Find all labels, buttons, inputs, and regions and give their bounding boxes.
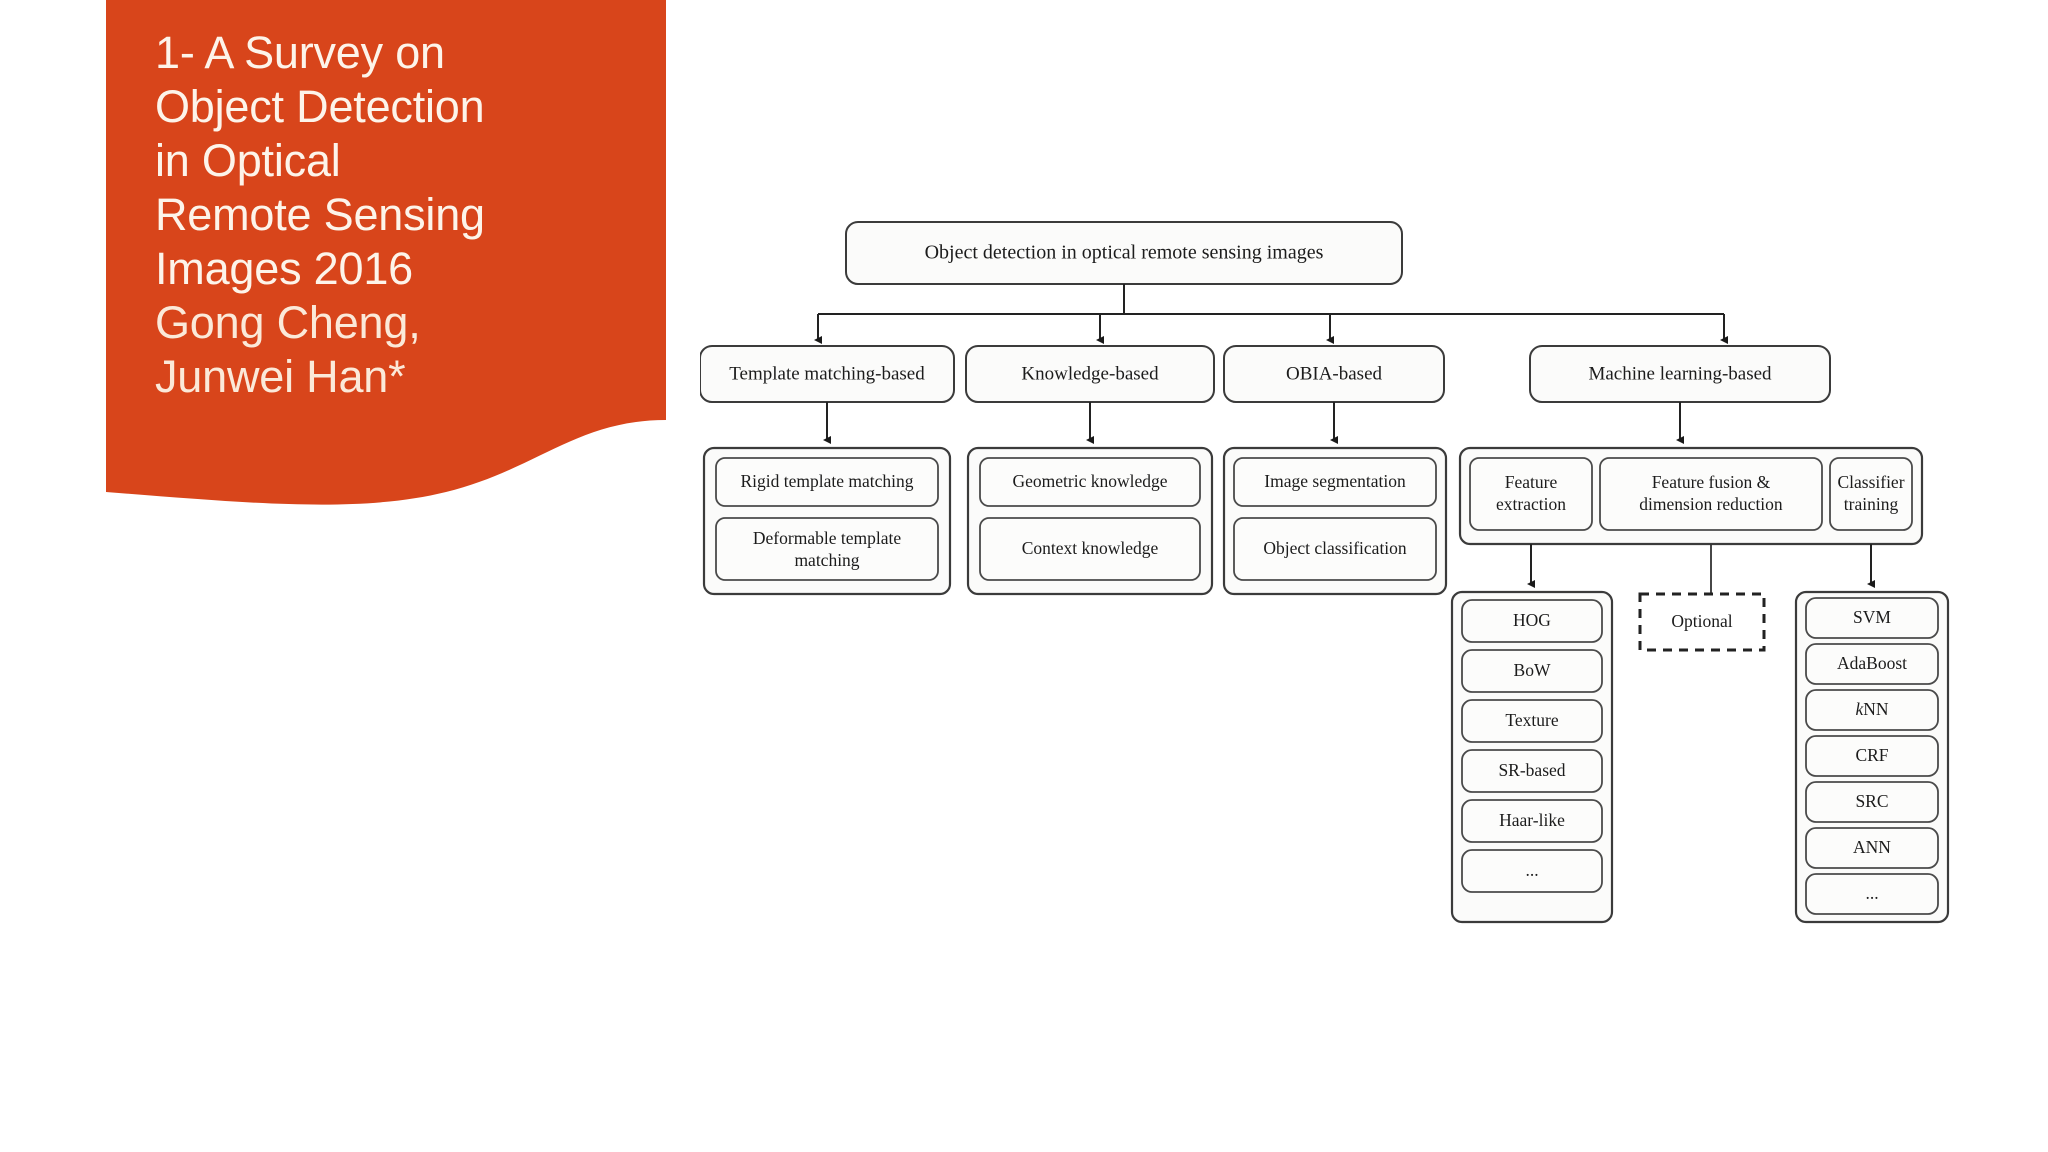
node-hog-label: HOG — [1513, 610, 1551, 630]
node-classifier-training-label-1: Classifier — [1837, 472, 1904, 492]
group-classifier-items: SVM AdaBoost kNN CRF SRC ANN ... — [1794, 590, 1950, 924]
group-template-matching: Rigid template matching Deformable templ… — [702, 446, 952, 596]
node-knn-italic-k: k — [1855, 699, 1864, 719]
node-ann-rect — [1805, 827, 1939, 869]
group-knowledge: Geometric knowledge Context knowledge — [966, 446, 1214, 596]
node-src-label: SRC — [1855, 791, 1888, 811]
node-template-matching-label: Template matching-based — [729, 363, 925, 384]
node-context-knowledge-rect — [979, 517, 1201, 581]
node-rigid-template-matching-label: Rigid template matching — [740, 471, 913, 491]
node-adaboost-label: AdaBoost — [1837, 653, 1907, 673]
node-obia-based: OBIA-based — [1223, 345, 1445, 403]
node-machine-learning-based: Machine learning-based — [1529, 345, 1831, 403]
node-classifier-training-label-2: training — [1844, 494, 1899, 514]
author-line-2: Junwei Han* — [155, 351, 406, 402]
node-ann-label: ANN — [1853, 837, 1891, 857]
node-adaboost-rect — [1805, 643, 1939, 685]
node-image-segmentation-label: Image segmentation — [1264, 471, 1406, 491]
title-line-2: Object Detection — [155, 81, 485, 132]
taxonomy-diagram: Object detection in optical remote sensi… — [700, 221, 1950, 924]
node-rigid-template-matching-rect — [715, 457, 939, 507]
node-texture-rect — [1461, 699, 1603, 743]
node-classifier-training-rect — [1829, 457, 1913, 531]
node-haar-like-label: Haar-like — [1499, 810, 1565, 830]
author-line-1: Gong Cheng, — [155, 297, 421, 348]
banner-wave-path — [106, 0, 666, 505]
node-bow-label: BoW — [1514, 660, 1551, 680]
node-svm-rect — [1805, 597, 1939, 639]
node-optional-rect — [1638, 592, 1766, 652]
node-image-segmentation-rect — [1233, 457, 1437, 507]
node-geometric-knowledge-label: Geometric knowledge — [1012, 471, 1167, 491]
node-haar-like-rect — [1461, 799, 1603, 843]
node-optional: Optional — [1638, 592, 1766, 652]
root-to-level2-connectors — [814, 284, 1728, 344]
title-line-1: 1- A Survey on — [155, 27, 445, 78]
node-feature-ellipsis-label: ... — [1525, 860, 1538, 880]
node-knn-rest: NN — [1863, 699, 1889, 719]
node-sr-based-rect — [1461, 749, 1603, 793]
title-text-block: 1- A Survey on Object Detection in Optic… — [155, 26, 625, 404]
node-feature-extraction-label-2: extraction — [1496, 494, 1566, 514]
ml-stage-connectors — [1527, 544, 1875, 594]
node-hog-rect — [1461, 599, 1603, 643]
banner-shape — [106, 0, 666, 505]
node-geometric-knowledge-rect — [979, 457, 1201, 507]
node-context-knowledge-label: Context knowledge — [1022, 538, 1159, 558]
node-crf-rect — [1805, 735, 1939, 777]
node-feature-fusion-label-2: dimension reduction — [1639, 494, 1783, 514]
node-optional-label: Optional — [1671, 611, 1732, 631]
node-machine-learning-label: Machine learning-based — [1588, 363, 1772, 384]
taxonomy-figure: Object detection in optical remote sensi… — [700, 200, 1980, 940]
node-obia-based-label: OBIA-based — [1286, 363, 1383, 384]
node-template-matching-based: Template matching-based — [700, 345, 955, 403]
node-root: Object detection in optical remote sensi… — [845, 221, 1403, 285]
node-sr-based-label: SR-based — [1498, 760, 1565, 780]
node-knowledge-based: Knowledge-based — [965, 345, 1215, 403]
node-bow-rect — [1461, 649, 1603, 693]
node-texture-label: Texture — [1505, 710, 1558, 730]
node-deformable-template-matching-label-2: matching — [794, 550, 859, 570]
node-deformable-template-matching-rect — [715, 517, 939, 581]
title-line-4: Remote Sensing — [155, 189, 485, 240]
level2-to-level3-connectors — [823, 402, 1684, 444]
node-knowledge-based-label: Knowledge-based — [1021, 363, 1159, 384]
node-classifier-ellipsis-rect — [1805, 873, 1939, 915]
group-obia: Image segmentation Object classification — [1222, 446, 1448, 596]
node-classifier-ellipsis-label: ... — [1865, 883, 1878, 903]
node-deformable-template-matching-label-1: Deformable template — [753, 528, 901, 548]
node-knn-label: kNN — [1855, 699, 1888, 719]
node-feature-extraction-rect — [1469, 457, 1593, 531]
node-crf-label: CRF — [1855, 745, 1888, 765]
node-feature-ellipsis-rect — [1461, 849, 1603, 893]
node-knn-rect — [1805, 689, 1939, 731]
node-feature-fusion-label-1: Feature fusion & — [1652, 472, 1771, 492]
title-line-5: Images 2016 — [155, 243, 413, 294]
title-banner: 1- A Survey on Object Detection in Optic… — [106, 0, 666, 560]
node-root-label: Object detection in optical remote sensi… — [925, 242, 1324, 264]
node-feature-extraction-label-1: Feature — [1505, 472, 1558, 492]
title-line-3: in Optical — [155, 135, 341, 186]
group-feature-extraction-items: HOG BoW Texture SR-based Haar-like ... — [1450, 590, 1614, 924]
node-src-rect — [1805, 781, 1939, 823]
node-feature-fusion-rect — [1599, 457, 1823, 531]
node-object-classification-rect — [1233, 517, 1437, 581]
node-object-classification-label: Object classification — [1263, 538, 1407, 558]
node-svm-label: SVM — [1853, 607, 1891, 627]
group-ml-stages: Feature extraction Feature fusion & dime… — [1458, 446, 1924, 546]
